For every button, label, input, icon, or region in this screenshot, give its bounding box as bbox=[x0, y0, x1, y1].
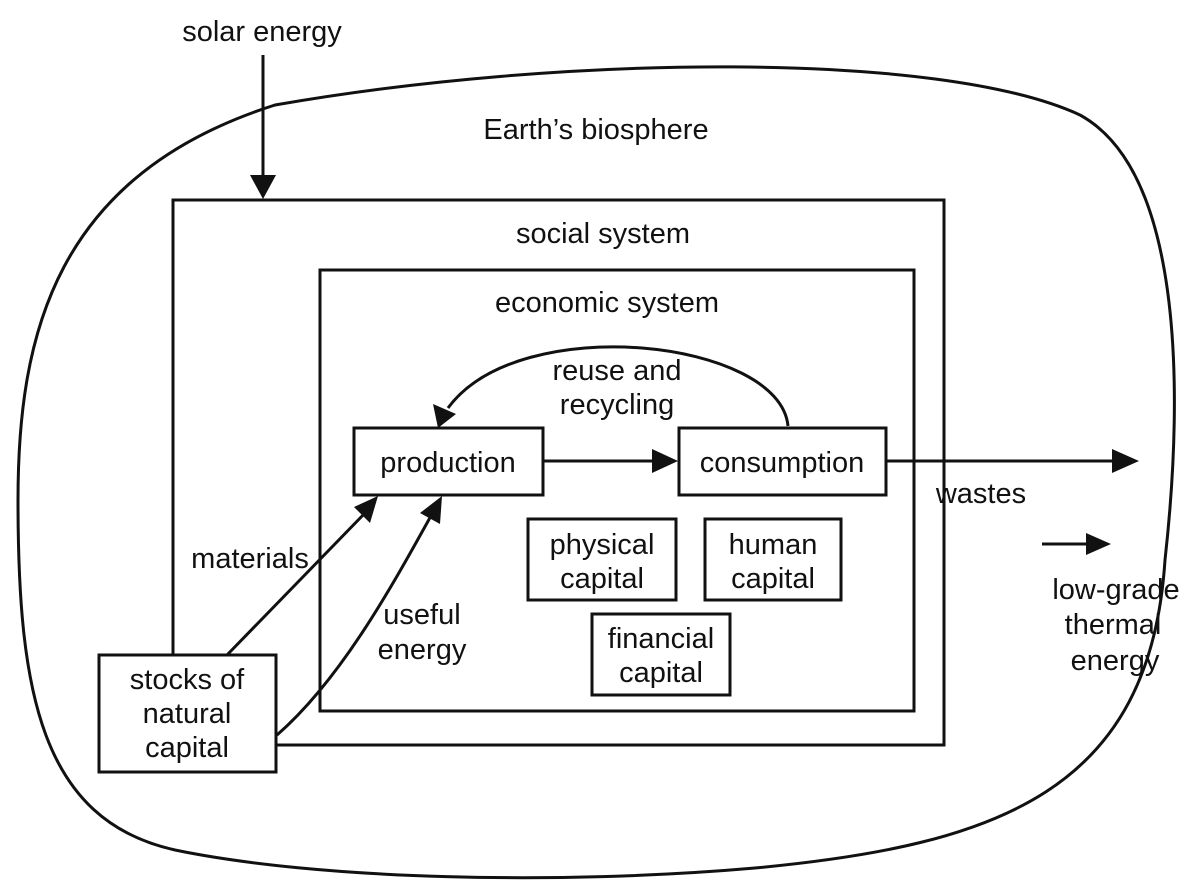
production-label: production bbox=[380, 447, 515, 479]
wastes-arrowhead bbox=[1112, 449, 1139, 473]
human-capital-label-line2: capital bbox=[731, 563, 815, 595]
materials-label: materials bbox=[191, 543, 309, 575]
financial-capital-label-line1: financial bbox=[608, 623, 714, 655]
useful-energy-label-line1: useful bbox=[383, 599, 460, 631]
materials-arrowhead bbox=[354, 496, 378, 523]
useful-energy-label-line2: energy bbox=[378, 634, 467, 666]
useful-energy-arrowhead bbox=[420, 496, 442, 524]
thermal-energy-label-line3: energy bbox=[1071, 645, 1160, 677]
thermal-arrowhead bbox=[1086, 533, 1111, 555]
production-consumption-arrowhead bbox=[652, 449, 678, 473]
physical-capital-label-line1: physical bbox=[550, 529, 655, 561]
stocks-natural-capital-box bbox=[97, 653, 278, 774]
solar-arrowhead bbox=[250, 175, 276, 199]
stocks-label-line2: natural bbox=[143, 698, 232, 730]
stocks-label-line3: capital bbox=[145, 732, 229, 764]
physical-capital-box bbox=[526, 517, 678, 602]
production-box bbox=[352, 426, 545, 497]
useful-energy-arrow bbox=[276, 513, 434, 737]
consumption-box bbox=[677, 426, 888, 497]
consumption-label: consumption bbox=[700, 447, 864, 479]
solar-energy-label: solar energy bbox=[182, 16, 342, 48]
reuse-label-line2: recycling bbox=[560, 389, 674, 421]
stocks-label-line1: stocks of bbox=[130, 664, 245, 696]
materials-arrow bbox=[225, 510, 368, 657]
biosphere-label: Earth’s biosphere bbox=[483, 114, 708, 146]
thermal-energy-label-line1: low-grade bbox=[1052, 574, 1179, 606]
human-capital-box bbox=[703, 517, 843, 602]
economic-system-label: economic system bbox=[495, 287, 719, 319]
human-capital-label-line1: human bbox=[729, 529, 818, 561]
social-system-boundary bbox=[171, 198, 946, 747]
wastes-label: wastes bbox=[935, 478, 1026, 510]
social-system-label: social system bbox=[516, 218, 690, 250]
economic-system-boundary bbox=[318, 268, 916, 713]
financial-capital-label-line2: capital bbox=[619, 657, 703, 689]
biosphere-boundary bbox=[16, 65, 1176, 880]
reuse-recycling-arrow bbox=[446, 345, 790, 427]
reuse-arrowhead bbox=[433, 404, 456, 428]
reuse-label-line1: reuse and bbox=[553, 355, 682, 387]
physical-capital-label-line2: capital bbox=[560, 563, 644, 595]
financial-capital-box bbox=[590, 612, 732, 697]
thermal-energy-label-line2: thermal bbox=[1065, 609, 1162, 641]
